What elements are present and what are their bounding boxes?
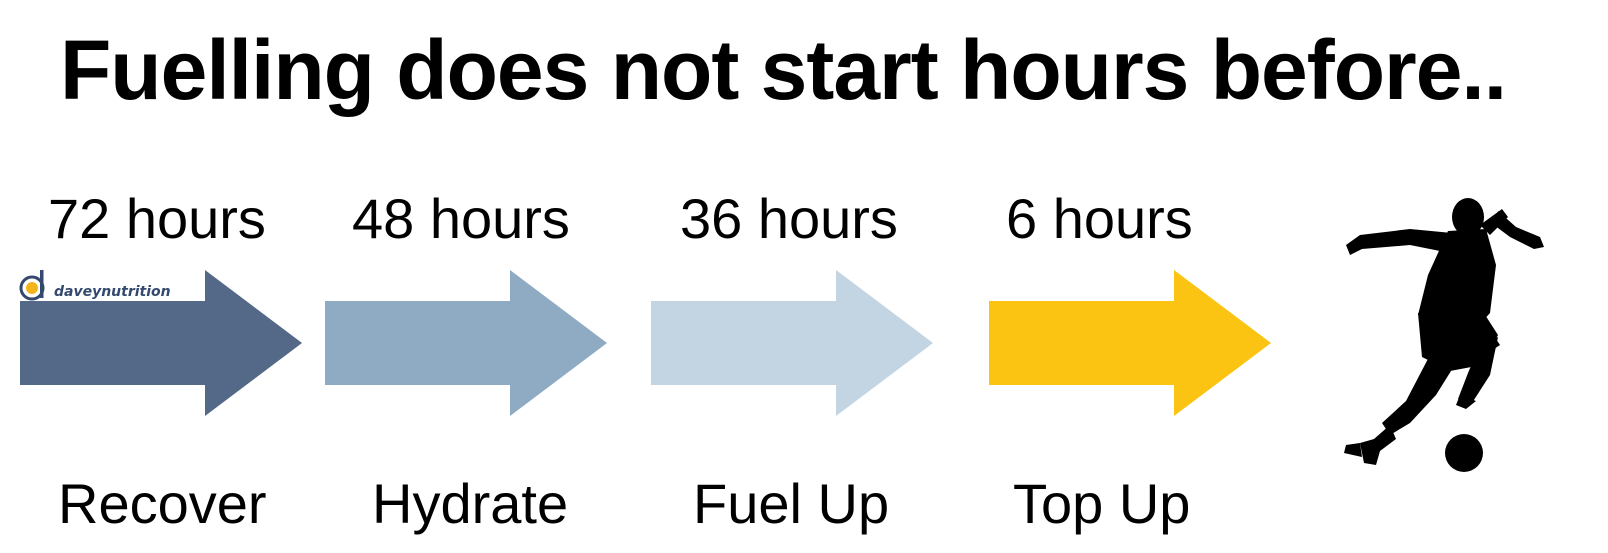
arrow-recover bbox=[20, 270, 302, 416]
stage-label-fuel-up: Fuel Up bbox=[693, 472, 890, 535]
brand-name: daveynutrition bbox=[54, 284, 171, 300]
arrow-top-up-shape bbox=[989, 270, 1271, 416]
brand-d-icon bbox=[19, 270, 45, 301]
arrow-fuel-up bbox=[651, 270, 933, 416]
arrow-hydrate bbox=[325, 270, 607, 416]
stage-label-hydrate: Hydrate bbox=[372, 472, 569, 535]
stage-label-top-up: Top Up bbox=[1013, 472, 1191, 535]
stage-hours-36: 36 hours bbox=[680, 187, 898, 250]
arrow-top-up bbox=[989, 270, 1271, 416]
stage-label-recover: Recover bbox=[58, 472, 267, 535]
arrow-recover-shape bbox=[20, 270, 302, 416]
football-player-silhouette-icon bbox=[1344, 198, 1544, 472]
stage-hours-48: 48 hours bbox=[352, 187, 570, 250]
ball-icon bbox=[1445, 434, 1483, 472]
stage-hours-72: 72 hours bbox=[48, 187, 266, 250]
daveynutrition-logo: daveynutrition bbox=[18, 268, 171, 302]
arrow-fuel-up-shape bbox=[651, 270, 933, 416]
arrow-hydrate-shape bbox=[325, 270, 607, 416]
page-title: Fuelling does not start hours before.. bbox=[60, 23, 1507, 117]
stage-hours-6: 6 hours bbox=[1006, 187, 1193, 250]
